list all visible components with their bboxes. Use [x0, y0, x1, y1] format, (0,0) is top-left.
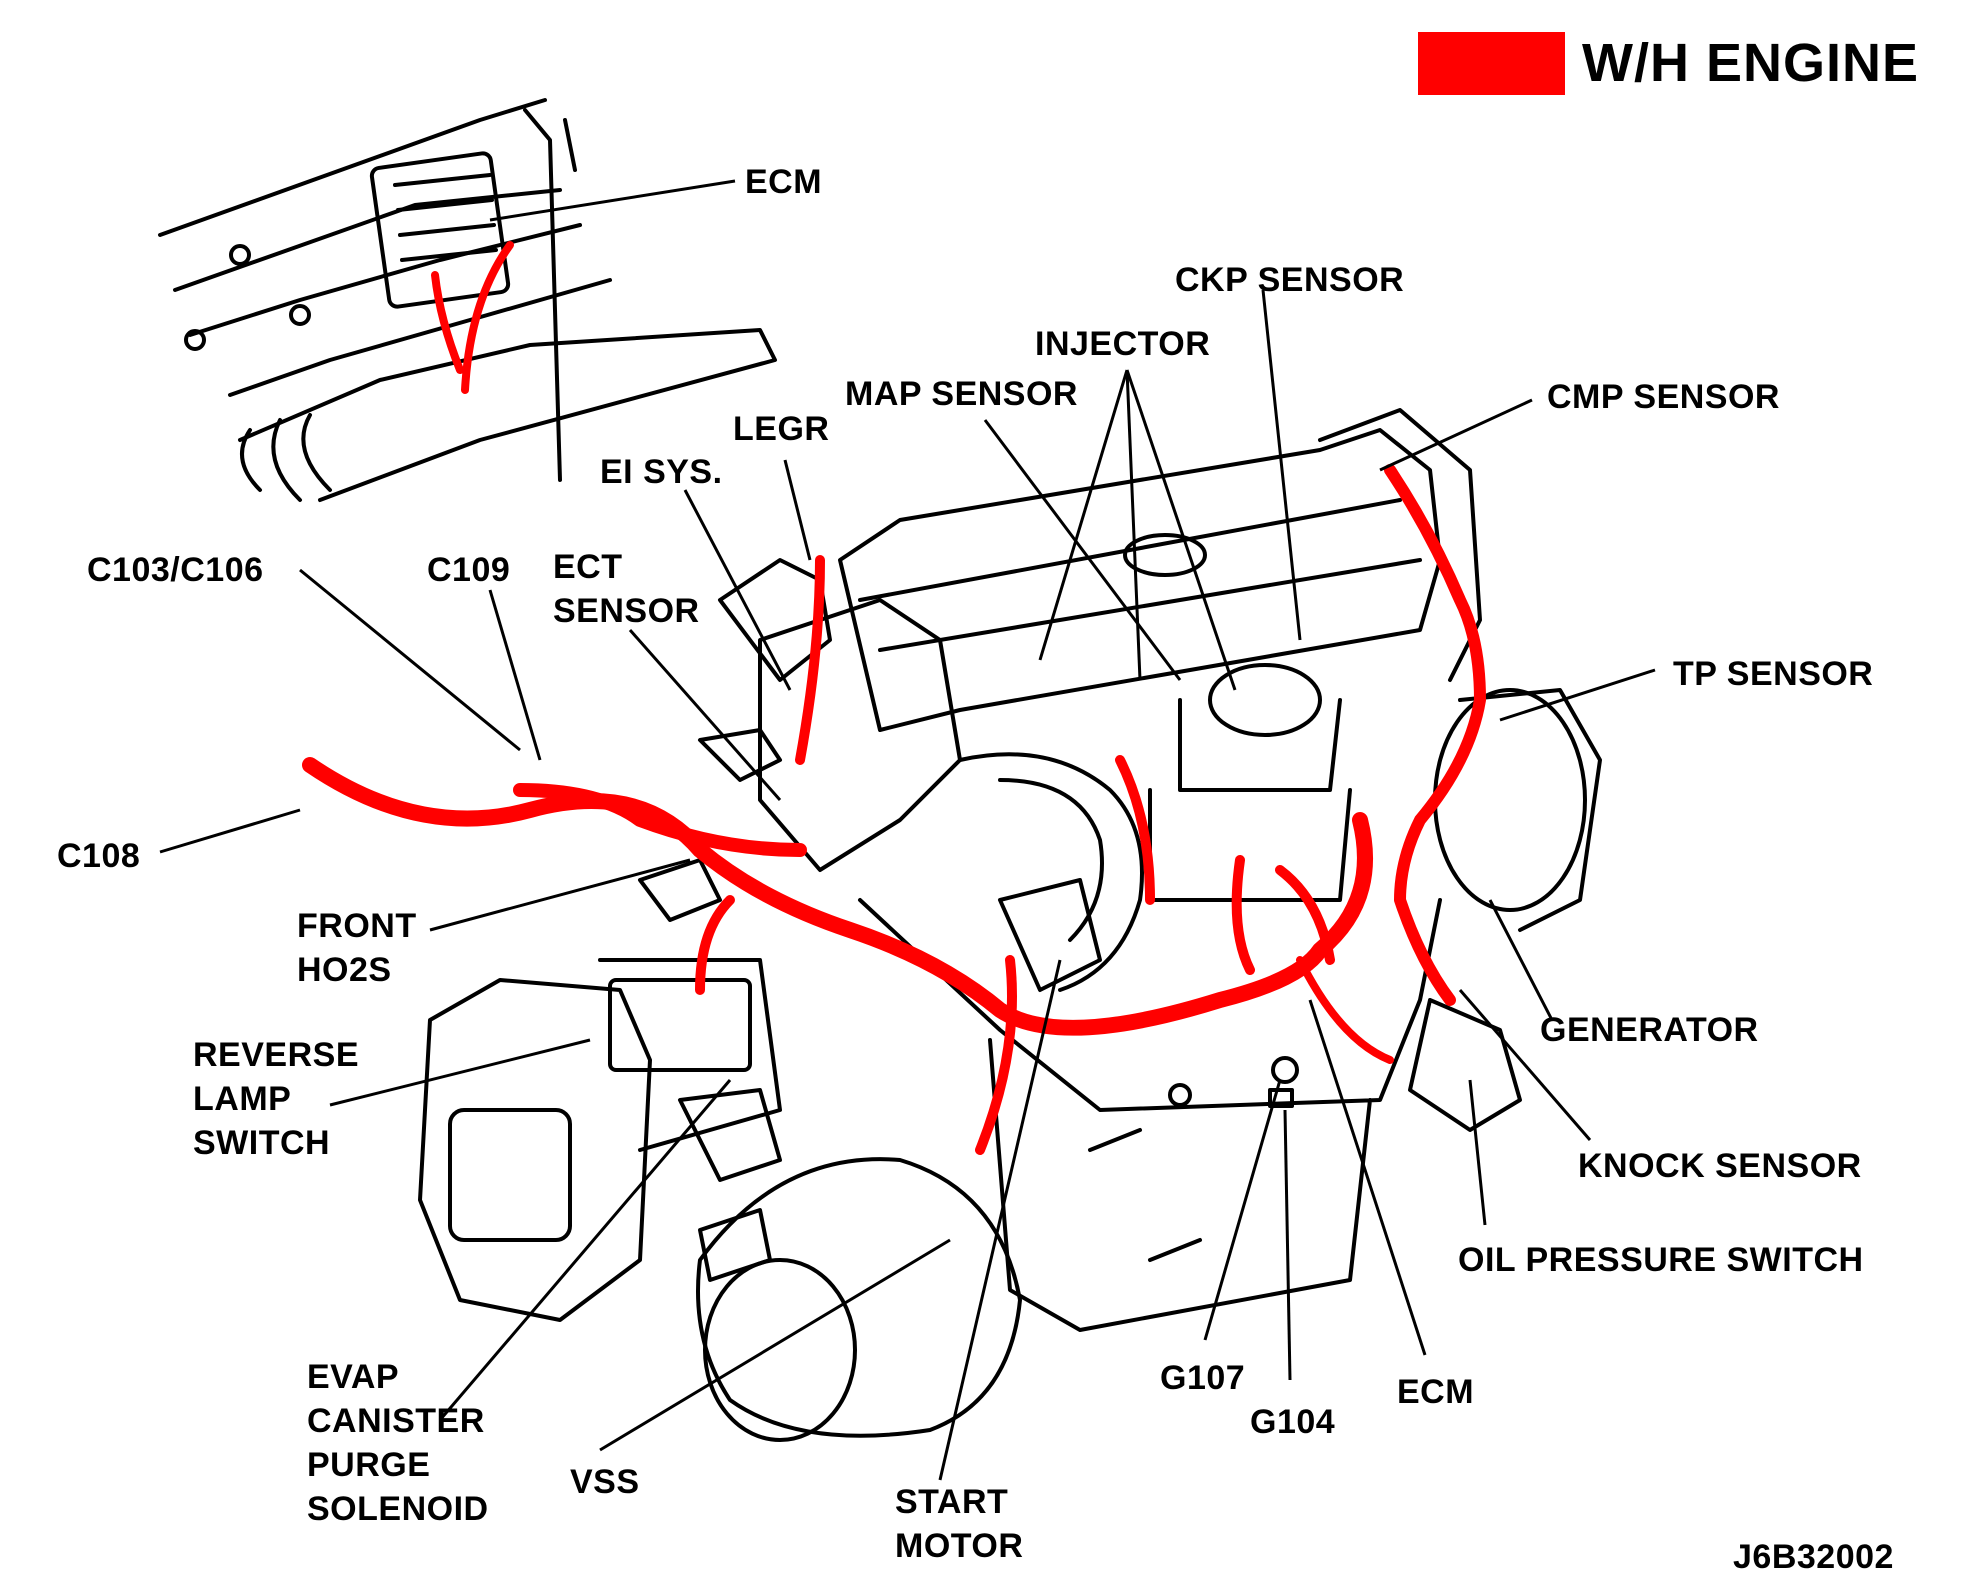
bell-housing [696, 1157, 1022, 1438]
label-c108: C108 [57, 837, 141, 875]
engine-line-art [158, 98, 1602, 1442]
transaxle-left [418, 978, 652, 1322]
label-ckp-sensor: CKP SENSOR [1175, 261, 1405, 299]
bell-housing-opening [703, 1258, 857, 1442]
label-ei-sys: EI SYS. [600, 453, 723, 491]
label-oil-pressure-switch: OIL PRESSURE SWITCH [1458, 1241, 1864, 1279]
label-vss: VSS [570, 1463, 640, 1501]
label-legr: LEGR [733, 410, 830, 448]
block-ribs [1088, 1128, 1202, 1262]
wiring-harness [302, 241, 1486, 1155]
harness-branch-legr [795, 555, 1155, 905]
label-front-ho2s: FRONT HO2S [297, 907, 417, 989]
generator-body [1433, 688, 1587, 912]
evap-canister-mount [598, 958, 782, 1152]
oil-filter [1408, 998, 1522, 1132]
label-g104: G104 [1250, 1403, 1336, 1441]
intake-plenum [1148, 698, 1352, 902]
bolt [289, 304, 311, 326]
harness-branch-start-motor [975, 955, 1017, 1155]
hoses [240, 413, 332, 502]
front-ho2s [638, 858, 722, 922]
label-evap-canister-purge-solenoid: EVAP CANISTER PURGE SOLENOID [307, 1358, 489, 1528]
oil-cap [1123, 533, 1207, 577]
legend-label: W/H ENGINE [1582, 33, 1920, 93]
start-motor [998, 878, 1102, 992]
label-knock-sensor: KNOCK SENSOR [1578, 1147, 1862, 1185]
label-injector: INJECTOR [1035, 325, 1211, 363]
label-ect-sensor: ECT SENSOR [553, 548, 700, 630]
ecm-bracket-lines [158, 98, 612, 397]
ect-housing [718, 558, 832, 682]
egr-valve-area [758, 598, 962, 872]
intake-runners [958, 752, 1144, 992]
main-harness [302, 757, 1373, 1036]
figure-id: J6B32002 [1733, 1538, 1894, 1576]
bracket [678, 1088, 782, 1182]
valve-cover-ribs [858, 498, 1422, 652]
ecm-module [369, 151, 511, 309]
bolt [229, 244, 251, 266]
legend-swatch [1418, 32, 1565, 95]
throttle-body [1208, 663, 1322, 737]
generator-housing [1458, 688, 1602, 932]
harness-branch-oil [1296, 956, 1394, 1064]
label-map-sensor: MAP SENSOR [845, 375, 1078, 413]
label-g107: G107 [1160, 1359, 1246, 1397]
ground-g104 [1268, 1088, 1294, 1108]
harness-branch-tp [1231, 855, 1335, 975]
evap-solenoid-box [608, 978, 752, 1072]
ecm-harness [431, 241, 514, 394]
valve-cover [838, 428, 1442, 732]
ecm-mount-rail [238, 328, 777, 502]
label-c109: C109 [427, 551, 511, 589]
cam-housing [1318, 408, 1482, 682]
label-cmp-sensor: CMP SENSOR [1547, 378, 1780, 416]
label-start-motor: START MOTOR [895, 1483, 1024, 1565]
ecm-bracket-edge [523, 108, 577, 482]
label-tp-sensor: TP SENSOR [1673, 655, 1874, 693]
bolt [1168, 1083, 1192, 1107]
label-c103-c106: C103/C106 [87, 551, 264, 589]
label-reverse-lamp-switch: REVERSE LAMP SWITCH [193, 1036, 359, 1162]
leader-lines [159, 179, 1656, 1481]
label-ecm-bottom: ECM [1397, 1373, 1475, 1411]
transaxle-cover [448, 1108, 572, 1242]
harness-branch-evap [695, 895, 735, 995]
harness-branch-cmp [1384, 464, 1486, 1006]
ecm-module-fins [393, 173, 498, 262]
ground-bolt-g107 [1271, 1056, 1299, 1084]
c109-connector [698, 728, 782, 782]
harness-branch-c103 [513, 783, 807, 857]
label-ecm-top: ECM [745, 163, 823, 201]
bolt [184, 329, 206, 351]
label-generator: GENERATOR [1540, 1011, 1759, 1049]
